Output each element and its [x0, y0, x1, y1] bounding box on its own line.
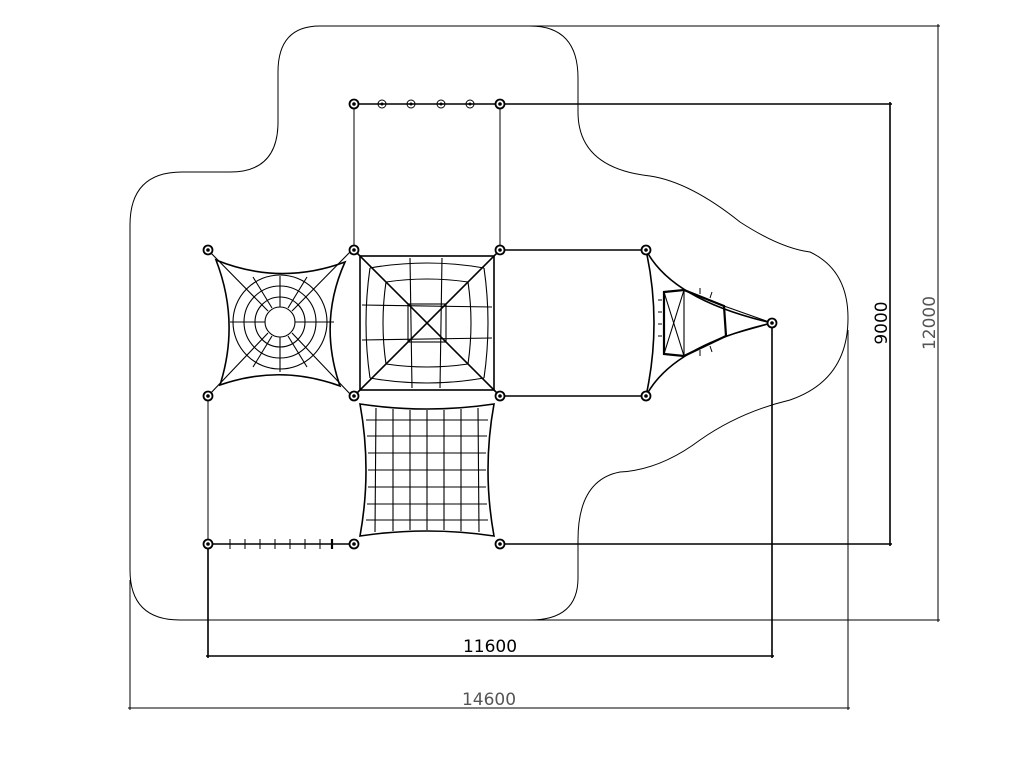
pyramid-net [353, 249, 501, 397]
right-net-section [500, 249, 773, 397]
bottom-rope-bridge [207, 396, 354, 549]
dimension-inner-width-label: 11600 [463, 637, 517, 657]
dimension-outer-height-label: 12000 [920, 296, 940, 350]
spider-web-net [207, 249, 353, 397]
dimension-outer-width-label: 14600 [462, 690, 516, 710]
posts [202, 98, 778, 550]
grid-net [359, 403, 495, 537]
dimension-inner-height-label: 9000 [872, 301, 892, 344]
top-bridge [353, 99, 501, 250]
dimension-outer-height: 12000 [530, 24, 940, 622]
safety-zone-outline [129, 25, 849, 621]
dimension-inner-width: 11600 [206, 327, 774, 658]
dimension-inner-height: 9000 [504, 102, 892, 546]
dimension-outer-width: 14600 [128, 330, 850, 710]
